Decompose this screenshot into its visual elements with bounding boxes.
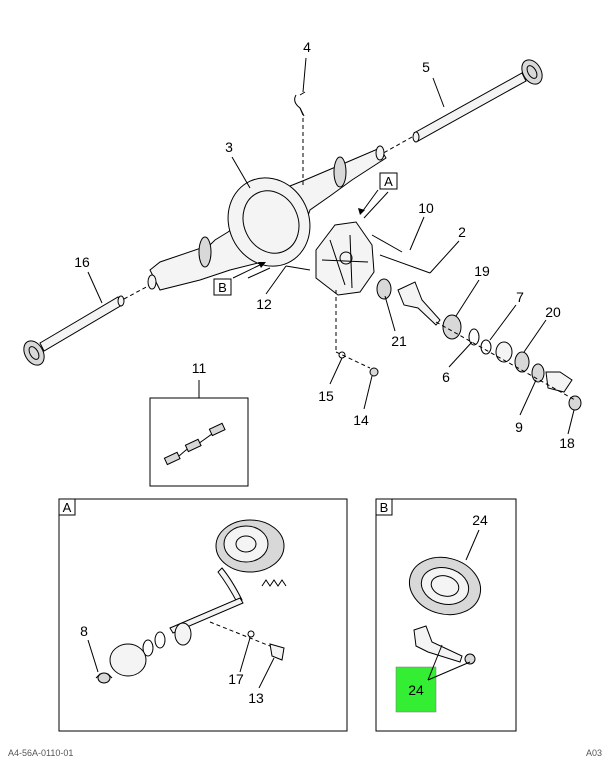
drive-pinion-24 — [413, 625, 476, 665]
axle-shaft-5[interactable] — [412, 56, 546, 143]
callout-8: 8 — [80, 623, 88, 639]
wiring-harness-11 — [163, 422, 226, 466]
axle-shaft-16[interactable] — [20, 295, 125, 369]
detail-box-a-title: A — [63, 500, 72, 515]
callout-2: 2 — [458, 224, 466, 240]
shift-shaft — [169, 597, 244, 634]
shift-spring — [261, 579, 287, 587]
yoke — [545, 371, 573, 393]
bolt-12 — [285, 265, 311, 271]
callout-3: 3 — [225, 139, 233, 155]
callout-12: 12 — [256, 296, 272, 312]
callout-9: 9 — [515, 419, 523, 435]
callout-11: 11 — [192, 360, 207, 376]
highlight-box-24[interactable] — [395, 666, 437, 713]
callout-19: 19 — [474, 263, 490, 279]
callout-10: 10 — [418, 200, 434, 216]
callout-18: 18 — [559, 435, 575, 451]
callout-7: 7 — [516, 289, 524, 305]
callout-20: 20 — [545, 304, 561, 320]
differential-lock-gear — [215, 519, 285, 573]
callout-5: 5 — [422, 59, 430, 75]
callout-24-highlight[interactable]: 24 — [408, 682, 424, 698]
detail-box-b-title: B — [380, 500, 389, 515]
nut-18 — [568, 395, 582, 411]
callout-16: 16 — [74, 254, 90, 270]
stud-2 — [379, 254, 431, 274]
callout-17: 17 — [228, 671, 244, 687]
detail-box-b — [375, 498, 517, 732]
bearing-20 — [495, 341, 530, 373]
detail-box-a — [58, 498, 348, 732]
view-ref-b: B — [218, 280, 227, 295]
spring-8 — [95, 672, 113, 684]
footer-revision: A03 — [585, 748, 602, 758]
axle-housing-3 — [147, 145, 387, 291]
bolt-10 — [371, 234, 403, 253]
pinion-gear — [397, 281, 441, 326]
callout-15: 15 — [318, 388, 334, 404]
bearing-21 — [376, 278, 392, 300]
callout-21: 21 — [391, 333, 407, 349]
switch-13 — [269, 643, 285, 661]
piston-assembly — [109, 622, 192, 677]
view-ref-a: A — [384, 174, 393, 189]
washer-9 — [531, 363, 545, 383]
callout-13: 13 — [248, 690, 264, 706]
seal-7 — [480, 339, 492, 355]
callout-24-ring-gear: 24 — [472, 512, 488, 528]
harness-detail-box — [149, 397, 249, 487]
footer-illustration-id: A4-56A-0110-01 — [8, 748, 74, 758]
breather-4 — [294, 91, 306, 117]
plug-14 — [369, 367, 379, 377]
callout-6: 6 — [442, 369, 450, 385]
ring-gear-24 — [408, 556, 482, 616]
washer-17 — [247, 630, 255, 638]
callout-4: 4 — [303, 39, 311, 55]
plug-15 — [338, 351, 346, 359]
differential-carrier — [315, 221, 375, 296]
callout-14: 14 — [353, 412, 369, 428]
spacer-6 — [468, 328, 480, 346]
